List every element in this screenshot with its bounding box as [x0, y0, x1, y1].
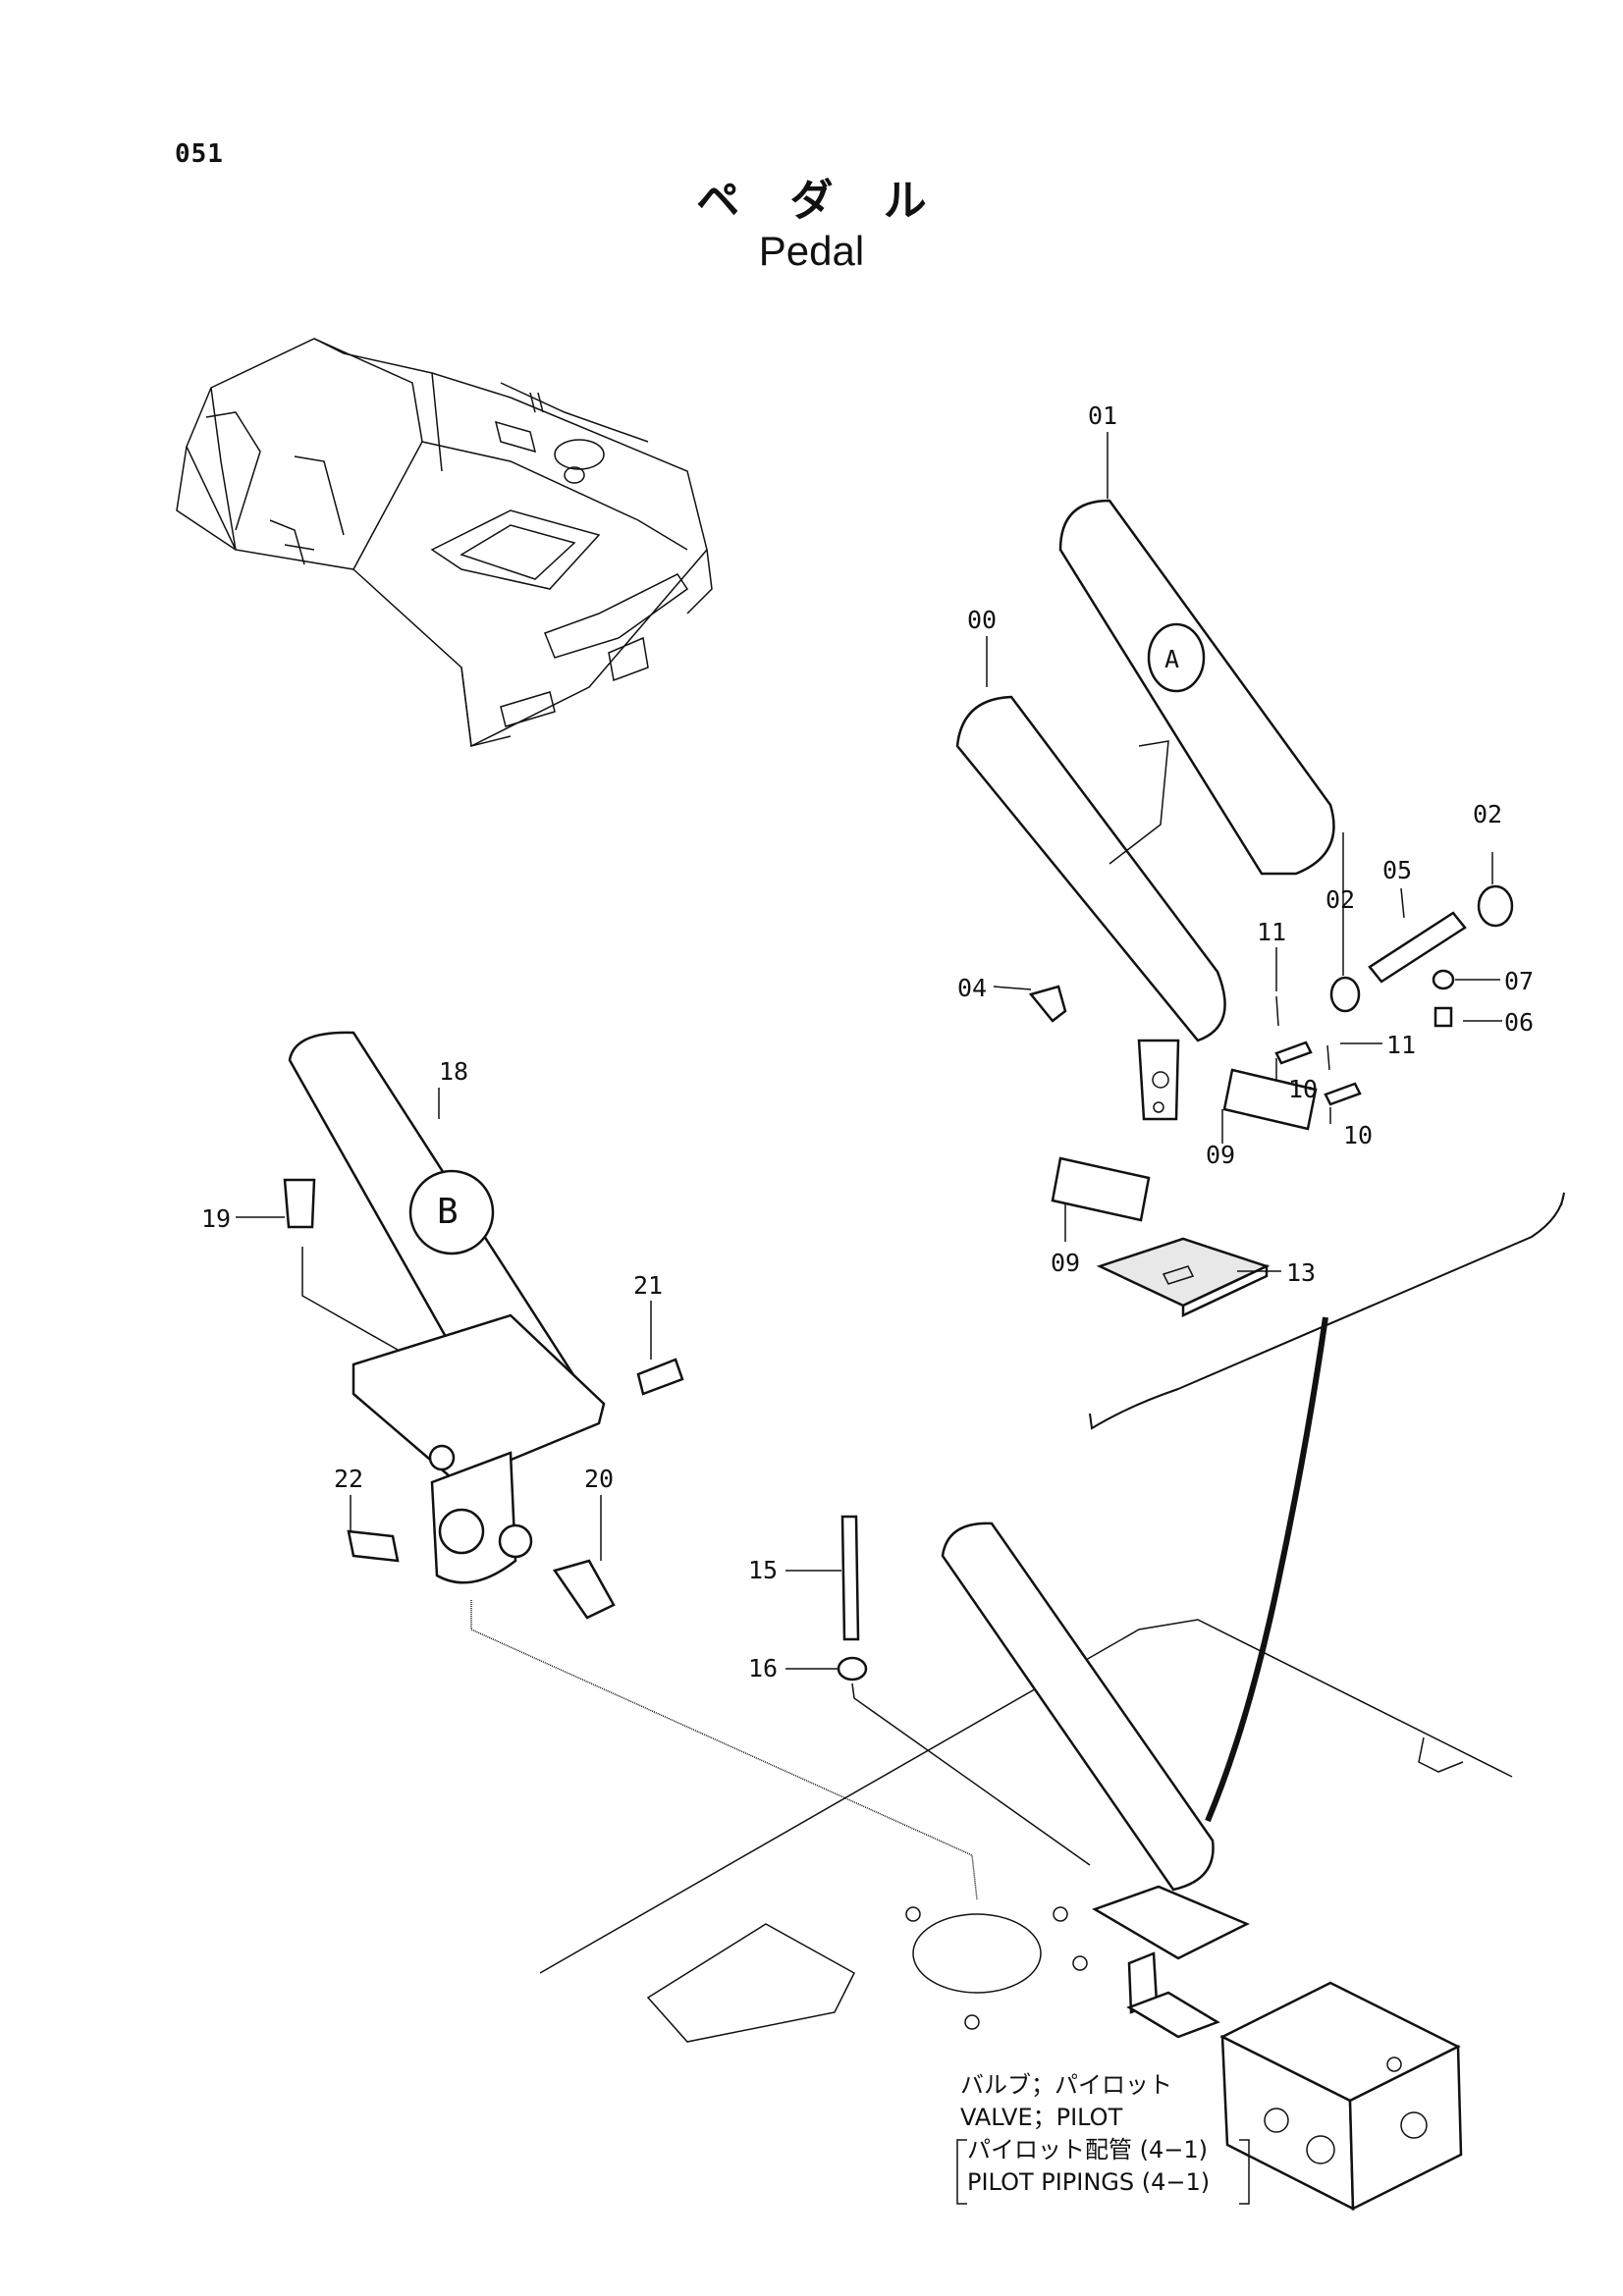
floor-plate — [539, 1619, 1513, 2043]
plate-13 — [1096, 1237, 1271, 1317]
excavator-overview-illustration — [176, 338, 713, 748]
callout-13: 13 — [1286, 1258, 1316, 1287]
cotter-pin-11-a — [1275, 995, 1279, 1027]
title-japanese: ペ ダ ル — [696, 176, 927, 226]
leader-18-to-floor — [470, 1600, 978, 1900]
bracket-left — [956, 2139, 967, 2205]
note-piping-jp: パイロット配管 (4−1) — [967, 2136, 1208, 2163]
nut-16 — [837, 1656, 868, 1682]
note-valve-en: VALVE；PILOT — [960, 2104, 1123, 2131]
callout-09-a: 09 — [1206, 1141, 1235, 1169]
notes: バルブ；パイロット VALVE；PILOT パイロット配管 (4−1) PILO… — [956, 2071, 1250, 2205]
callout-18: 18 — [439, 1057, 468, 1086]
callout-11-a: 11 — [1257, 918, 1286, 946]
pedal-18-b-assembly: B — [283, 1031, 684, 1620]
cotter-pin-11-b — [1326, 1044, 1330, 1071]
callout-16: 16 — [748, 1654, 778, 1682]
callout-04: 04 — [957, 974, 987, 1002]
bolt-06 — [1434, 1006, 1453, 1028]
callout-02-a: 02 — [1325, 885, 1355, 914]
leader-16-to-pedal — [851, 1682, 1091, 1866]
pedal-b-badge: B — [437, 1192, 459, 1232]
callout-15: 15 — [748, 1556, 778, 1584]
pin-10-b — [1324, 1082, 1362, 1106]
callout-10-a: 10 — [1288, 1075, 1318, 1103]
callout-02-b: 02 — [1473, 800, 1502, 828]
callout-09-b: 09 — [1051, 1249, 1080, 1277]
callout-21: 21 — [633, 1271, 663, 1300]
pin-05 — [1368, 911, 1467, 984]
pedal-00 — [955, 695, 1226, 1121]
leader-19 — [301, 1247, 399, 1351]
pedal-01-a: A — [1058, 499, 1335, 876]
nut-07 — [1432, 969, 1455, 990]
callout-11-b: 11 — [1386, 1031, 1416, 1059]
installed-pedal — [941, 1522, 1250, 2039]
pedal-a-badge: A — [1164, 645, 1179, 673]
callout-22: 22 — [334, 1465, 363, 1493]
title-english: Pedal — [758, 228, 865, 274]
callout-06: 06 — [1504, 1008, 1534, 1037]
callout-10-b: 10 — [1343, 1121, 1373, 1149]
callout-leaders — [236, 432, 1502, 1670]
plate-09-left — [1051, 1156, 1151, 1222]
bracket-right — [1239, 2139, 1250, 2205]
callout-20: 20 — [584, 1465, 614, 1493]
note-piping-en: PILOT PIPINGS (4−1) — [967, 2168, 1210, 2196]
inset-leader-line — [1205, 1316, 1328, 1823]
pin-10-a — [1274, 1041, 1313, 1065]
bushing-02-b — [1477, 884, 1514, 928]
note-valve-jp: バルブ；パイロット — [960, 2071, 1172, 2099]
callout-00: 00 — [967, 606, 997, 634]
callout-05: 05 — [1382, 856, 1412, 884]
bushing-02-a — [1329, 976, 1361, 1013]
bolt-15 — [840, 1515, 860, 1641]
page-number: 051 — [175, 139, 224, 169]
inset-frame — [1089, 1192, 1565, 1430]
callout-labels: 01 00 02 05 02 11 04 07 06 11 10 10 09 0… — [201, 401, 1534, 1682]
callout-19: 19 — [201, 1204, 231, 1233]
grease-fitting-04 — [1028, 985, 1067, 1023]
callout-07: 07 — [1504, 967, 1534, 995]
pilot-valve-block — [1219, 1981, 1463, 2212]
plate-09-right — [1222, 1068, 1318, 1131]
callout-01: 01 — [1088, 401, 1117, 430]
